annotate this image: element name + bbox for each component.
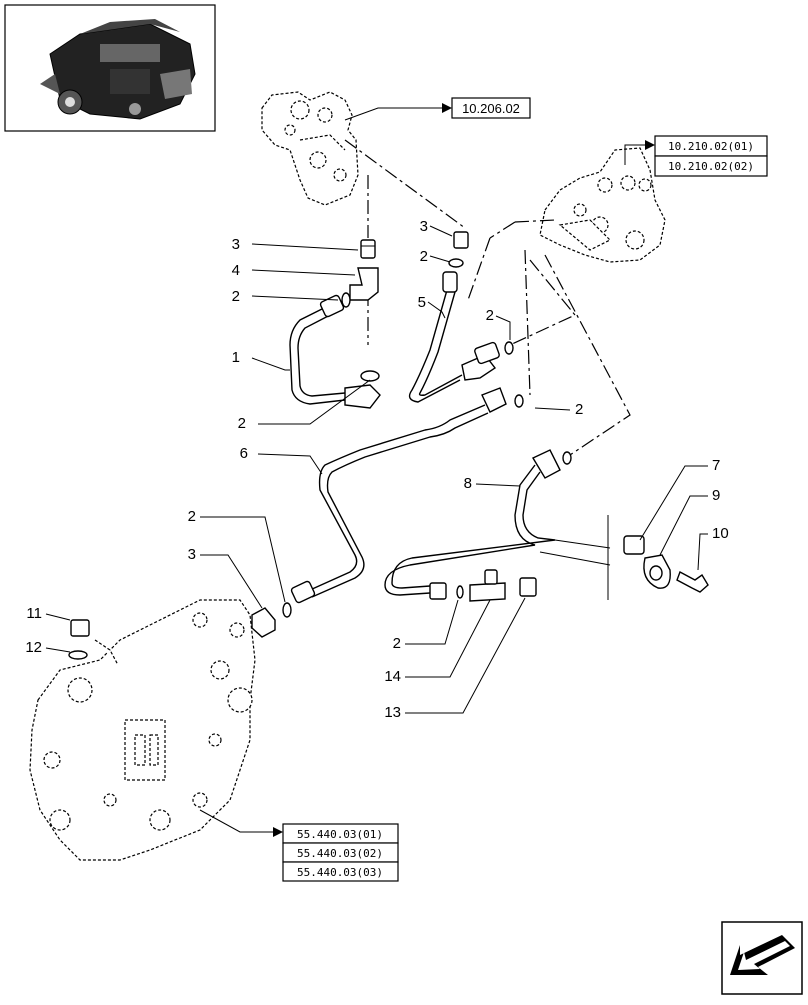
ref-cover: 55.440.03(01) 55.440.03(02) 55.440.03(03… [199,809,399,882]
callout-10[interactable]: 10 [712,525,729,542]
bolt-10 [676,571,709,593]
ref-pump: 10.210.02(01) 10.210.02(02) [624,135,768,177]
callout-2-g[interactable]: 2 [393,635,401,652]
ref-label-cover-1[interactable]: 55.440.03(01) [297,828,383,841]
callout-2-e[interactable]: 2 [575,401,583,418]
engine-thumbnail [4,4,216,132]
ref-label-cover-2[interactable]: 55.440.03(02) [297,847,383,860]
alignment-lines [344,139,631,456]
fitting-3-lower [251,602,292,638]
callout-5[interactable]: 5 [418,294,426,311]
callout-3-a[interactable]: 3 [232,236,240,253]
callout-8[interactable]: 8 [464,475,472,492]
callout-2-d[interactable]: 2 [486,307,494,324]
sleeve-7 [623,535,645,555]
front-cover [29,599,256,861]
callout-1[interactable]: 1 [232,349,240,366]
ref-label-cover-3[interactable]: 55.440.03(03) [297,866,383,879]
callout-14[interactable]: 14 [384,668,401,685]
callout-6[interactable]: 6 [240,445,248,462]
callout-7[interactable]: 7 [712,457,720,474]
injection-pump [539,147,666,263]
callout-3-c[interactable]: 3 [188,546,196,563]
engine-block-top [261,91,359,206]
callout-3-b[interactable]: 3 [420,218,428,235]
pipe-6 [290,387,507,604]
callouts: 3 4 2 1 2 3 2 5 2 2 6 8 7 9 10 2 3 11 12… [25,218,728,721]
fitting-11 [70,619,90,637]
elbow-fitting-right [474,341,500,365]
ref-label-pump-1[interactable]: 10.210.02(01) [668,140,754,153]
ref-label-pump-2[interactable]: 10.210.02(02) [668,160,754,173]
ref-engine-top: 10.206.02 [344,97,531,121]
ref-label-engine-top[interactable]: 10.206.02 [462,101,520,116]
bracket-group [539,515,611,600]
callout-2-c[interactable]: 2 [420,248,428,265]
pipe-8 [384,449,561,596]
oring-2-pipe6-top [514,394,524,408]
fitting-3-right [453,231,469,249]
callout-2-f[interactable]: 2 [188,508,196,525]
oring-12 [68,650,88,660]
clamp-9 [643,554,671,589]
callout-2-a[interactable]: 2 [232,288,240,305]
oring-2-pipe1 [341,292,380,382]
callout-11[interactable]: 11 [26,605,42,622]
callout-4[interactable]: 4 [232,262,240,279]
callout-13[interactable]: 13 [384,704,401,721]
next-page-arrow-icon[interactable] [721,921,803,995]
oring-2-pipe5 [504,341,514,355]
pipe-5 [408,271,497,403]
callout-9[interactable]: 9 [712,487,720,504]
oring-2-pipe8 [562,451,572,465]
elbow-4 [349,267,379,301]
fitting-3-left [360,239,376,259]
pipe-1 [289,294,381,409]
callout-2-b[interactable]: 2 [238,415,246,432]
leader-lines [45,225,708,714]
oring-2-top [448,258,464,268]
callout-12[interactable]: 12 [25,639,42,656]
fitting-group-bottom [429,569,537,602]
